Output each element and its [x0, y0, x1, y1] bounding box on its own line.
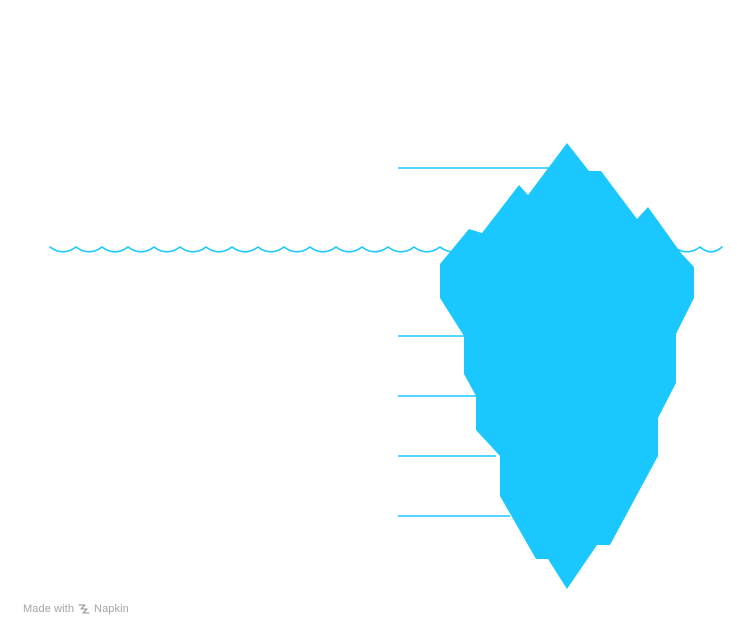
watermark-prefix: Made with — [23, 603, 75, 615]
watermark: Made with Napkin — [23, 601, 129, 617]
napkin-logo-icon — [78, 604, 90, 614]
watermark-brand: Napkin — [94, 603, 129, 615]
iceberg-shape — [440, 143, 694, 589]
